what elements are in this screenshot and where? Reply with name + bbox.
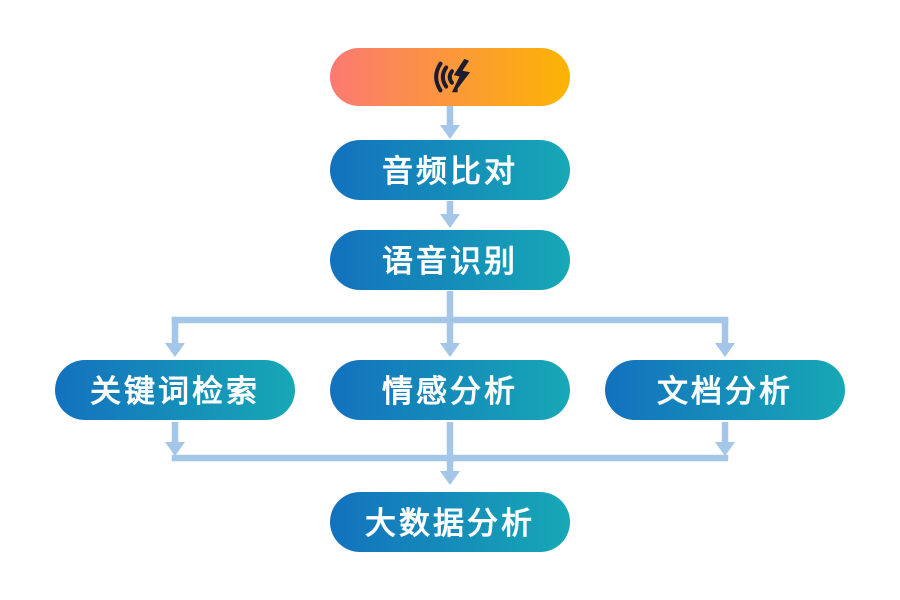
connector-merge-to-bigdata [165, 422, 735, 485]
connector-source-to-audio [440, 106, 460, 139]
node-label-keyword-retrieval: 关键词检索 [90, 373, 260, 409]
node-document-analysis: 文档分析 [605, 360, 845, 420]
node-sentiment-analysis: 情感分析 [330, 360, 570, 420]
connector-speech-branch [165, 291, 735, 357]
node-keyword-retrieval: 关键词检索 [55, 360, 295, 420]
node-label-audio-comparison: 音频比对 [382, 153, 518, 189]
node-speech-recognition: 语音识别 [330, 230, 570, 290]
node-label-big-data-analysis: 大数据分析 [365, 505, 535, 541]
node-audio-comparison: 音频比对 [330, 140, 570, 200]
node-voice-input [330, 48, 570, 106]
sound-waves-icon [434, 58, 471, 93]
node-big-data-analysis: 大数据分析 [330, 492, 570, 552]
node-label-document-analysis: 文档分析 [657, 373, 793, 409]
connector-audio-to-speech [440, 201, 460, 228]
node-label-speech-recognition: 语音识别 [382, 243, 518, 279]
node-label-sentiment-analysis: 情感分析 [382, 373, 518, 409]
